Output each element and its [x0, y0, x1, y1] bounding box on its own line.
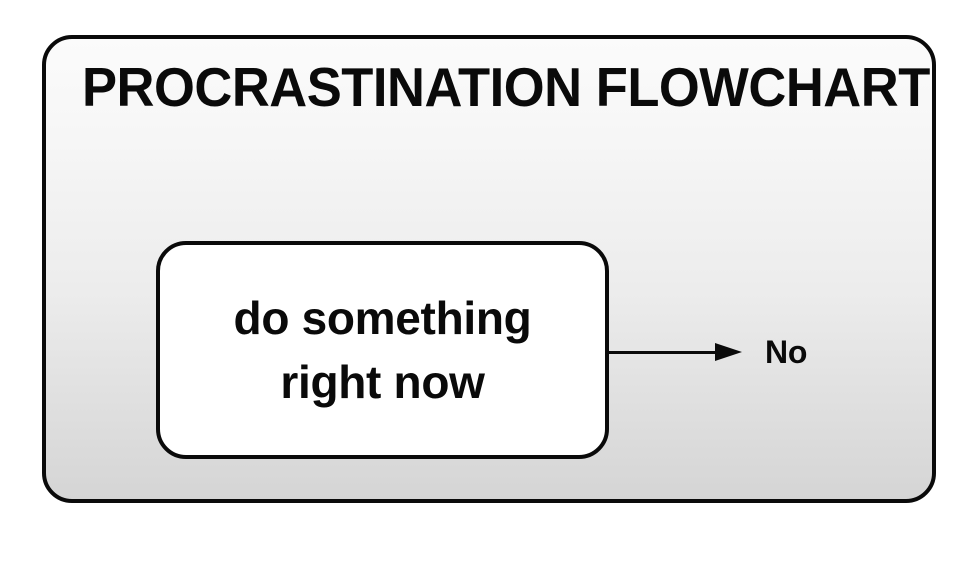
arrow-right-icon	[609, 342, 743, 364]
edge-label-no: No	[765, 334, 808, 370]
flowchart-node-do-something-right-now[interactable]: do something right now	[156, 241, 609, 459]
flowchart-node-label: do something right now	[233, 292, 532, 408]
arrow-line	[609, 351, 719, 354]
arrow-head	[715, 343, 742, 361]
page-title: PROCRASTINATION FLOWCHART	[82, 56, 930, 118]
flowchart-outer-panel: PROCRASTINATION FLOWCHART do something r…	[42, 35, 936, 503]
